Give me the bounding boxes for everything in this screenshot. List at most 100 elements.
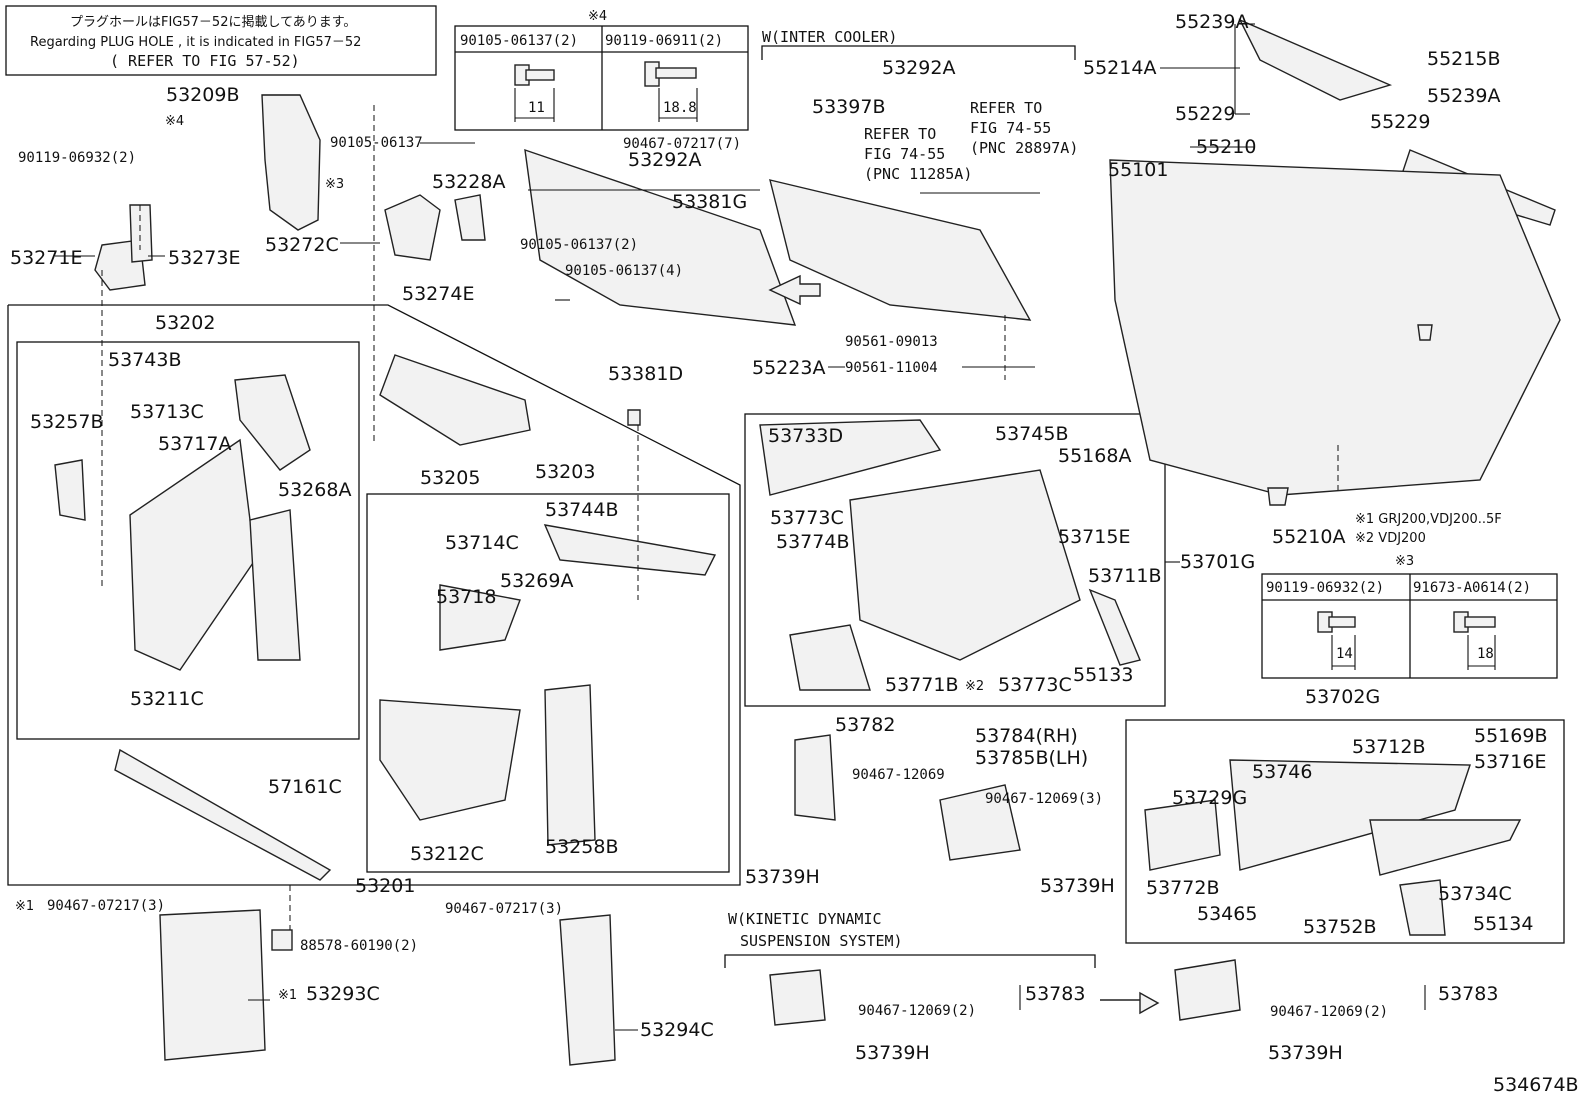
refer-note-2a: REFER TO [970, 99, 1042, 117]
part-label: 53785B(LH) [975, 747, 1088, 769]
part-label: 53752B [1303, 916, 1376, 938]
part-label: 53268A [278, 479, 351, 501]
part-label: 53271E [10, 247, 82, 269]
table4-col1: 90105-06137(2) [460, 33, 578, 49]
part-label: ※1 [15, 899, 34, 914]
part-label: 53729G [1172, 787, 1247, 809]
bolt-icon [1453, 611, 1496, 670]
refer-note-1c: (PNC 11285A) [864, 165, 972, 183]
part-label: 53771B [885, 674, 958, 696]
part-label: 55229 [1175, 103, 1235, 125]
refer-note-2b: FIG 74-55 [970, 119, 1051, 137]
part-label: 53202 [155, 312, 215, 334]
part-label: 53228A [432, 171, 505, 193]
part-label: ※3 [325, 177, 344, 192]
part-label: 53465 [1197, 903, 1257, 925]
part-label: 53292A [628, 149, 701, 171]
part-label: 53718 [436, 586, 496, 608]
part-label: 53716E [1474, 751, 1546, 773]
table3-dim1: 14 [1336, 646, 1353, 662]
plug-hole-note: プラグホールはFIG57－52に掲載してあります。 Regarding PLUG… [5, 5, 437, 76]
part-label: 53739H [1268, 1042, 1343, 1064]
part-label: 88578-60190(2) [300, 938, 418, 954]
table4-dim1: 11 [528, 100, 545, 116]
bolt-table-star3: ※3 90119-06932(2) 91673-A0614(2) 14 18 [1261, 554, 1558, 679]
part-label: 53274E [402, 283, 474, 305]
part-label: 53713C [130, 401, 204, 423]
refer-note-1a: REFER TO [864, 125, 936, 143]
bolt-icon [644, 61, 698, 122]
part-label: 53739H [855, 1042, 930, 1064]
part-label: 53381D [608, 363, 683, 385]
table3-dim2: 18 [1477, 646, 1494, 662]
part-label: 90119-06932(2) [18, 150, 136, 166]
part-label: 53782 [835, 714, 895, 736]
part-label: 53714C [445, 532, 519, 554]
part-label: 53773C [998, 674, 1072, 696]
part-label: 53784(RH) [975, 725, 1078, 747]
part-label: 90467-07217(3) [47, 898, 165, 914]
part-label: 90561-09013 [845, 334, 938, 350]
leader-lines [55, 23, 1426, 1031]
group-frames [7, 45, 1565, 968]
kdss-note-2: SUSPENSION SYSTEM) [740, 932, 903, 950]
part-label: 53715E [1058, 526, 1130, 548]
part-label: 55133 [1073, 664, 1133, 686]
part-label: 55229 [1370, 111, 1430, 133]
part-label: 53744B [545, 499, 618, 521]
part-label: 53743B [108, 349, 181, 371]
part-label: 53717A [158, 433, 231, 455]
figure-id: 534674B [1493, 1074, 1579, 1096]
part-label: 53783 [1438, 983, 1498, 1005]
table3-col1: 90119-06932(2) [1266, 580, 1384, 596]
part-label: 53774B [776, 531, 849, 553]
star4-heading: ※4 [588, 9, 607, 24]
part-label: 53397B [812, 96, 885, 118]
part-label: 53701G [1180, 551, 1255, 573]
part-label: 55210A [1272, 526, 1345, 548]
part-label: 90467-12069 [852, 767, 945, 783]
part-label: 53734C [1438, 883, 1512, 905]
part-label: 90467-07217(3) [445, 901, 563, 917]
part-label: 53273E [168, 247, 240, 269]
part-label: 53269A [500, 570, 573, 592]
part-label: 53201 [355, 875, 415, 897]
part-label: 90105-06137(2) [520, 237, 638, 253]
part-label: ※2 [965, 679, 984, 694]
part-label: 53292A [882, 57, 955, 79]
table4-dim2: 18.8 [663, 100, 697, 116]
part-label: 53733D [768, 425, 843, 447]
part-labels: 53209B 90119-06932(2) ※4 53271E 53273E 9… [10, 11, 1547, 1064]
bolt-icon [1317, 611, 1356, 670]
part-label: 53746 [1252, 761, 1312, 783]
part-label: 90105-06137 [330, 135, 423, 151]
table4-col2: 90119-06911(2) [605, 33, 723, 49]
footnote-1: ※1 GRJ200,VDJ200..5F [1355, 512, 1502, 527]
part-label: ※1 [278, 988, 297, 1003]
plug-note-en: Regarding PLUG HOLE , it is indicated in… [30, 35, 361, 50]
part-label: 55223A [752, 357, 825, 379]
part-label: 53702G [1305, 686, 1380, 708]
part-label: 53739H [1040, 875, 1115, 897]
part-label: 55169B [1474, 725, 1547, 747]
part-label: 53203 [535, 461, 595, 483]
footnote-2: ※2 VDJ200 [1355, 531, 1426, 546]
part-label: 53272C [265, 234, 339, 256]
part-label: 53211C [130, 688, 204, 710]
part-label: 53294C [640, 1019, 714, 1041]
part-sketches [54, 18, 1561, 1066]
part-label: 55101 [1108, 159, 1168, 181]
table3-col2: 91673-A0614(2) [1413, 580, 1531, 596]
inter-cooler-note: W(INTER COOLER) [762, 28, 897, 46]
refer-note-1b: FIG 74-55 [864, 145, 945, 163]
part-label: 53783 [1025, 983, 1085, 1005]
star3-heading: ※3 [1395, 554, 1414, 569]
part-label: 53773C [770, 507, 844, 529]
part-label: 53293C [306, 983, 380, 1005]
part-label: 55215B [1427, 48, 1500, 70]
part-label: 90467-12069(2) [1270, 1004, 1388, 1020]
kdss-note-1: W(KINETIC DYNAMIC [728, 910, 882, 928]
plug-note-refer: ( REFER TO FIG 57-52) [110, 52, 300, 70]
refer-note-2c: (PNC 28897A) [970, 139, 1078, 157]
